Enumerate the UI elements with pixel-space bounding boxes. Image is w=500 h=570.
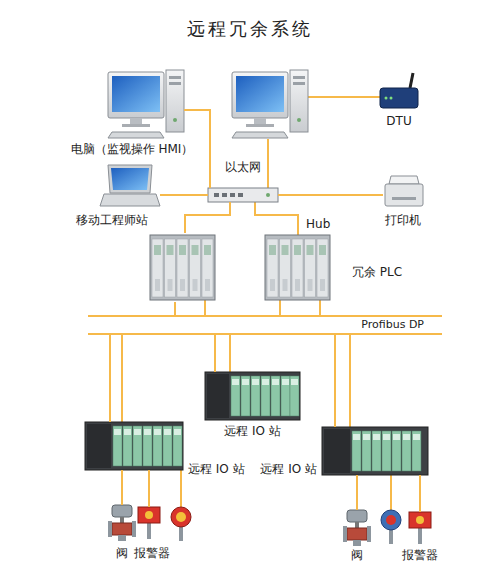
profibus-bus: Profibus DP <box>88 315 442 335</box>
valve: 阀 <box>343 510 371 546</box>
printer: 打印机 <box>383 175 423 207</box>
laptop <box>100 165 160 206</box>
network-cable <box>419 475 421 512</box>
printer <box>385 176 423 206</box>
diagram-title: 远程冗余系统 <box>187 18 313 40</box>
device-label: 报警器 <box>400 548 440 562</box>
device-label: 以太网 <box>223 160 263 174</box>
title-bar: 远程冗余系统 <box>0 18 500 40</box>
device-label: 电脑（监视操作 HMI） <box>69 142 196 156</box>
remote-io-station: 远程 IO 站 <box>205 372 300 420</box>
ethernet-switch: 以太网 <box>208 188 278 202</box>
network-cable <box>334 335 336 427</box>
network-cable <box>185 202 230 233</box>
engineer-laptop: 移动工程师站 <box>100 163 160 208</box>
network-cable <box>214 335 216 372</box>
redundant-plc: 冗余 PLC <box>148 233 332 302</box>
field-device <box>108 505 431 546</box>
dtu-device <box>380 73 418 108</box>
device-label: DTU <box>384 114 413 128</box>
remote-io-station: 远程 IO 站 <box>322 427 428 475</box>
device-label: 远程 IO 站 <box>186 462 247 476</box>
device-label: 冗余 PLC <box>350 265 404 279</box>
device-label: 远程 IO 站 <box>258 462 319 476</box>
device-label: 阀 <box>114 546 130 560</box>
hub-label: Hub <box>304 217 332 231</box>
valve: 阀 <box>108 505 136 541</box>
device-label: 阀 <box>349 548 365 562</box>
hmi-computer <box>108 70 184 138</box>
network-cable <box>356 475 358 510</box>
server-computer <box>232 70 308 138</box>
hmi-computer: 电脑（监视操作 HMI） <box>108 70 184 138</box>
io-rack <box>85 372 428 475</box>
network-cable <box>174 302 176 315</box>
dtu-device: DTU <box>380 86 418 108</box>
alarm: 报警器 <box>409 512 431 544</box>
device-label: 打印机 <box>383 213 423 227</box>
ethernet-switch <box>208 188 278 202</box>
network-cable <box>160 194 208 196</box>
device-label: Profibus DP <box>359 318 426 332</box>
network-cable <box>278 194 383 196</box>
network-cable <box>109 335 111 422</box>
network-cable <box>121 470 123 505</box>
alarm: 报警器 <box>138 507 160 539</box>
plc-rack <box>150 235 330 300</box>
network-cable <box>148 470 150 507</box>
device-label: 报警器 <box>132 546 172 560</box>
device-label: 移动工程师站 <box>74 213 150 227</box>
remote-io-station: 远程 IO 站 <box>85 422 183 470</box>
device-label: 远程 IO 站 <box>222 424 283 438</box>
